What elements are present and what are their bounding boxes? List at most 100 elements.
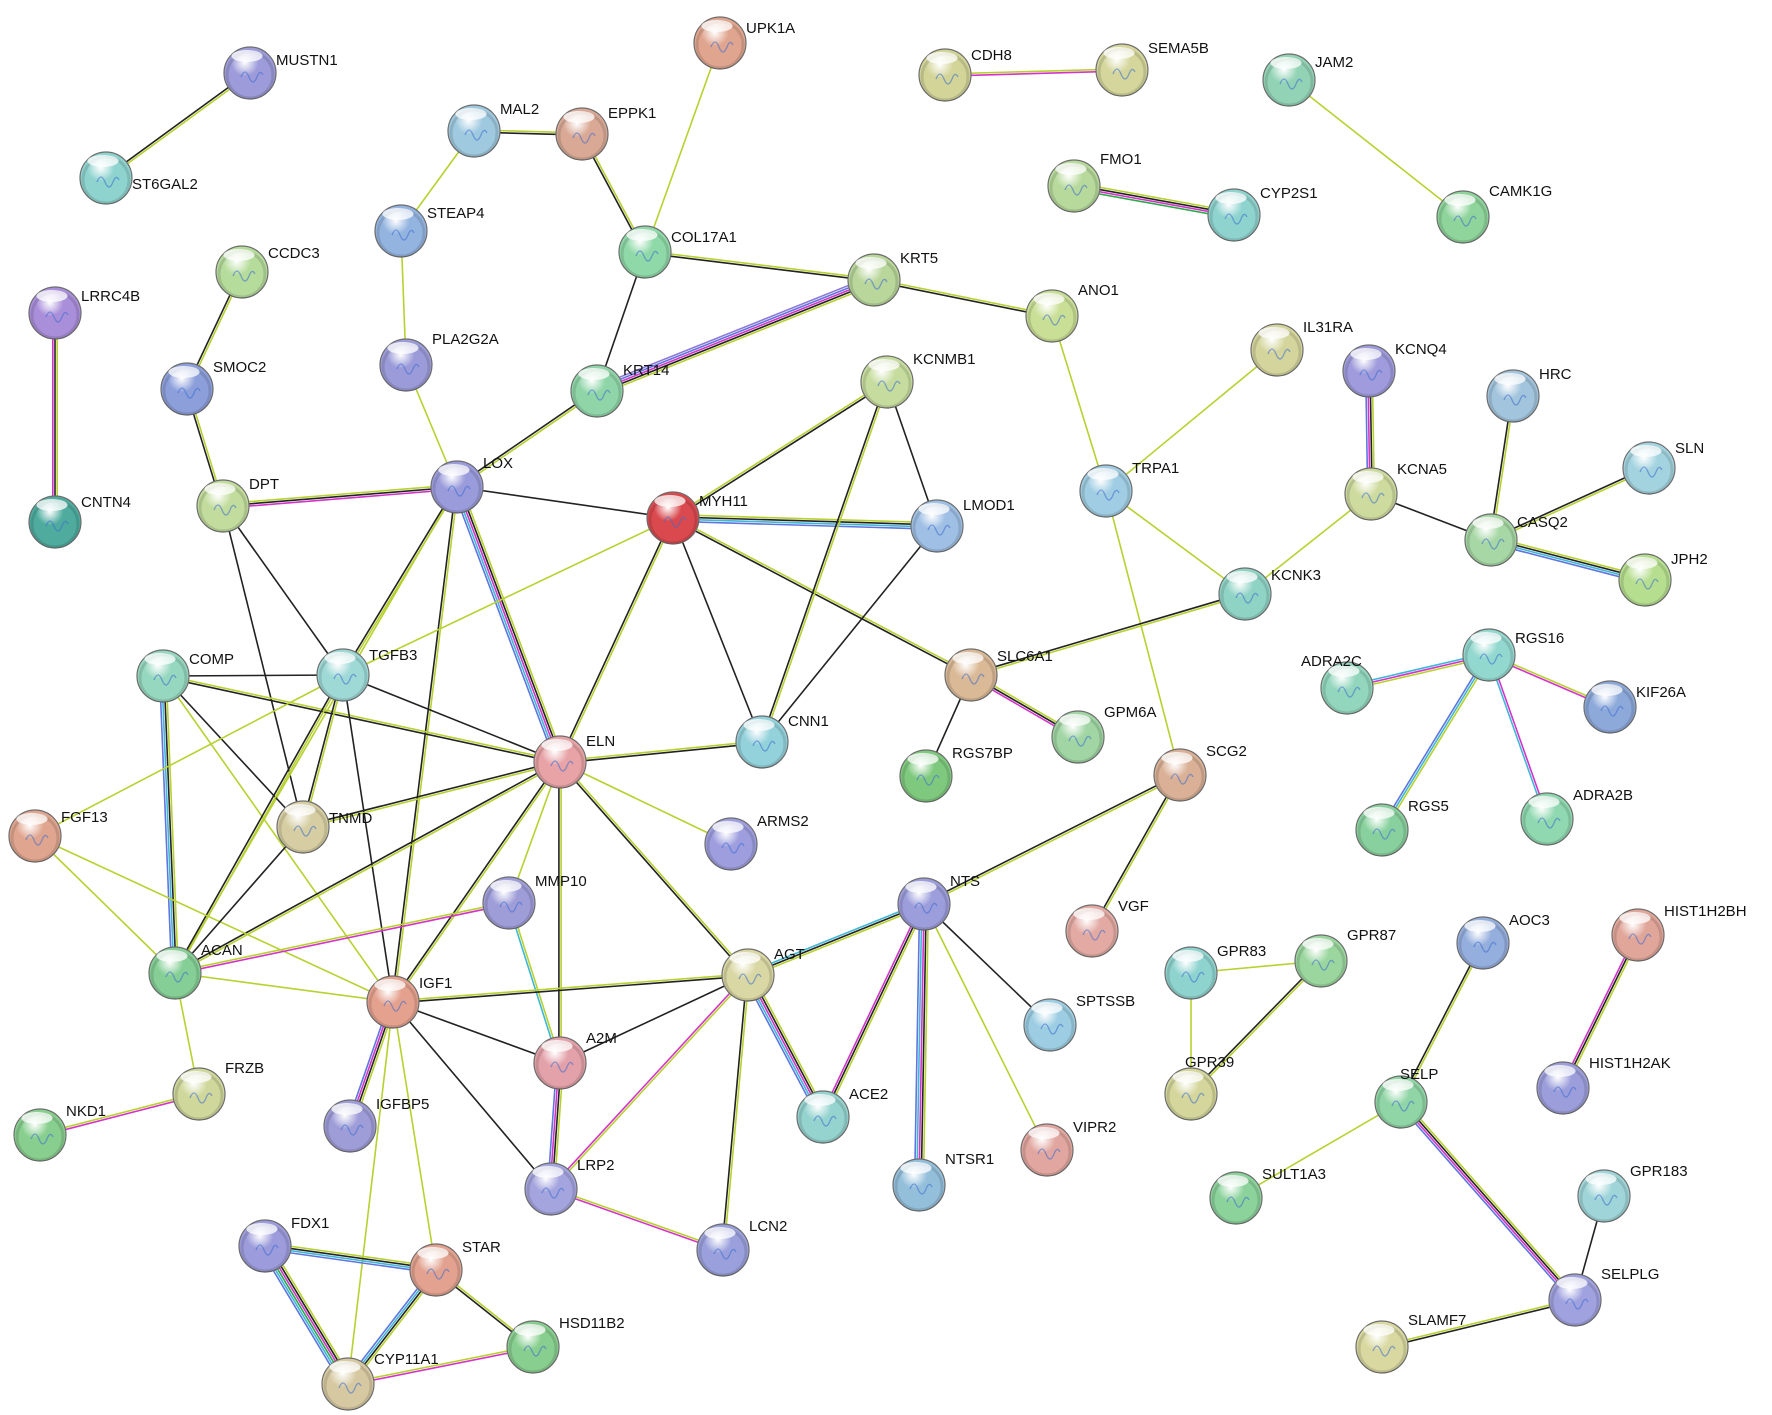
node-adra2b[interactable]: ADRA2B [1520,787,1633,846]
node-dpt[interactable]: DPT [196,476,279,533]
node-sptssb[interactable]: SPTSSB [1023,993,1135,1052]
node-fmo1[interactable]: FMO1 [1047,151,1142,213]
node-sult1a3[interactable]: SULT1A3 [1209,1166,1326,1225]
node-label: CASQ2 [1517,514,1568,531]
node-lcn2[interactable]: LCN2 [696,1218,787,1277]
node-gpr39[interactable]: GPR39 [1164,1054,1234,1121]
node-selplg[interactable]: SELPLG [1548,1266,1659,1327]
edge-TRPA1-SCG2 [1105,490,1181,776]
node-mal2[interactable]: MAL2 [447,101,539,158]
node-lox[interactable]: LOX [430,455,513,514]
node-gpr183[interactable]: GPR183 [1577,1163,1688,1223]
node-igf1[interactable]: IGF1 [366,975,452,1029]
node-vgf[interactable]: VGF [1065,898,1149,958]
node-igfbp5[interactable]: IGFBP5 [323,1096,429,1153]
node-a2m[interactable]: A2M [533,1030,617,1090]
node-st6gal2[interactable]: ST6GAL2 [79,151,198,205]
node-ntsr1[interactable]: NTSR1 [892,1151,994,1212]
node-hist1h2ak[interactable]: HIST1H2AK [1536,1055,1671,1115]
node-rgs16[interactable]: RGS16 [1462,628,1564,682]
node-slamf7[interactable]: SLAMF7 [1355,1312,1466,1374]
node-pla2g2a[interactable]: PLA2G2A [379,331,499,392]
node-lrp2[interactable]: LRP2 [524,1157,615,1216]
edge-KRT5-ANO1 [873,278,1053,318]
node-cyp11a1[interactable]: CYP11A1 [321,1351,439,1411]
node-eln[interactable]: ELN [533,733,615,789]
node-hist1h2bh[interactable]: HIST1H2BH [1611,903,1747,962]
node-jam2[interactable]: JAM2 [1262,53,1353,107]
node-upk1a[interactable]: UPK1A [693,16,795,70]
node-cyp2s1[interactable]: CYP2S1 [1207,185,1318,242]
node-acan[interactable]: ACAN [148,942,243,1000]
node-tnmd[interactable]: TNMD [276,800,372,854]
edge-FDX1-STAR [264,1241,437,1275]
node-hsd11b2[interactable]: HSD11B2 [506,1315,625,1374]
node-star[interactable]: STAR [409,1239,501,1297]
node-gpr87[interactable]: GPR87 [1294,927,1396,988]
node-scg2[interactable]: SCG2 [1153,743,1247,802]
node-mmp10[interactable]: MMP10 [482,873,587,930]
node-lrrc4b[interactable]: LRRC4B [28,286,140,340]
node-sema5b[interactable]: SEMA5B [1095,40,1209,97]
node-rgs7bp[interactable]: RGS7BP [899,745,1013,803]
node-nkd1[interactable]: NKD1 [13,1103,106,1162]
node-cntn4[interactable]: CNTN4 [28,494,131,549]
edge-line [762,382,889,743]
node-kcnmb1[interactable]: KCNMB1 [860,351,976,409]
node-steap4[interactable]: STEAP4 [374,204,485,258]
node-eppk1[interactable]: EPPK1 [555,105,656,161]
node-arms2[interactable]: ARMS2 [704,813,809,871]
node-fgf13[interactable]: FGF13 [8,809,108,863]
node-sln[interactable]: SLN [1622,440,1704,495]
node-aoc3[interactable]: AOC3 [1456,912,1550,970]
node-krt5[interactable]: KRT5 [847,250,938,307]
structure-icon [663,516,687,528]
node-cdh8[interactable]: CDH8 [918,47,1012,102]
node-vipr2[interactable]: VIPR2 [1020,1119,1116,1177]
node-gpr83[interactable]: GPR83 [1164,943,1266,1000]
node-ano1[interactable]: ANO1 [1025,282,1119,343]
edge-line [456,486,674,519]
node-cnn1[interactable]: CNN1 [735,713,829,769]
edge-IGF1-AGT [392,973,749,1004]
node-gpm6a[interactable]: GPM6A [1051,704,1157,764]
node-label: PLA2G2A [432,331,499,348]
node-mustn1[interactable]: MUSTN1 [223,46,338,100]
node-rgs5[interactable]: RGS5 [1355,798,1449,857]
node-trpa1[interactable]: TRPA1 [1079,460,1179,518]
edge-line [106,73,252,180]
node-kcnk3[interactable]: KCNK3 [1218,567,1321,621]
node-frzb[interactable]: FRZB [172,1060,264,1121]
structure-icon [1565,1298,1589,1310]
node-col17a1[interactable]: COL17A1 [618,225,737,279]
node-lmod1[interactable]: LMOD1 [910,497,1015,553]
edge-line [269,1242,354,1382]
node-nts[interactable]: NTS [897,873,980,931]
node-label: LRP2 [577,1157,615,1174]
node-smoc2[interactable]: SMOC2 [160,359,266,416]
node-highlight [1363,1324,1395,1336]
node-adra2c[interactable]: ADRA2C [1301,653,1374,715]
node-agt[interactable]: AGT [721,946,805,1002]
edge-line [550,1189,723,1252]
node-selp[interactable]: SELP [1374,1066,1438,1129]
node-slc6a1[interactable]: SLC6A1 [944,648,1053,702]
node-ace2[interactable]: ACE2 [796,1086,888,1144]
node-comp[interactable]: COMP [136,649,234,703]
edge-line [559,974,749,1064]
node-il31ra[interactable]: IL31RA [1250,319,1353,377]
node-kcnq4[interactable]: KCNQ4 [1342,341,1447,398]
node-kif26a[interactable]: KIF26A [1583,680,1686,734]
node-myh11[interactable]: MYH11 [646,491,748,545]
node-hrc[interactable]: HRC [1486,366,1572,423]
node-jph2[interactable]: JPH2 [1618,551,1708,607]
node-fdx1[interactable]: FDX1 [238,1215,329,1273]
node-label: LCN2 [749,1218,787,1235]
node-ccdc3[interactable]: CCDC3 [215,245,320,299]
node-tgfb3[interactable]: TGFB3 [316,647,417,702]
edge-line [945,70,1123,77]
node-casq2[interactable]: CASQ2 [1464,513,1568,567]
node-camk1g[interactable]: CAMK1G [1436,183,1552,244]
node-kcna5[interactable]: KCNA5 [1344,461,1447,521]
node-krt14[interactable]: KRT14 [570,362,669,418]
